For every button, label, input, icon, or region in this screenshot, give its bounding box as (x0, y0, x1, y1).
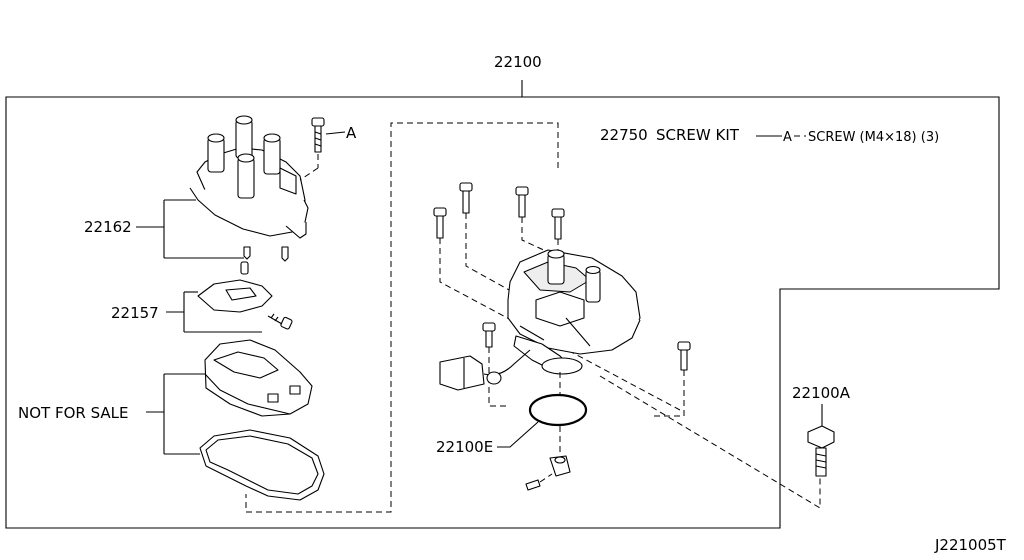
label-screw-kit: SCREW KIT (656, 126, 740, 144)
o-ring (528, 393, 588, 427)
label-22750[interactable]: 22750 (600, 126, 648, 144)
rotor-screw (267, 313, 293, 330)
label-22100a[interactable]: 22100A (792, 384, 851, 402)
assembly-frame (5, 96, 1000, 529)
housing-screws (433, 182, 691, 371)
cap-screw-a (311, 117, 325, 153)
label-not-for-sale: NOT FOR SALE (18, 404, 128, 422)
label-22157[interactable]: 22157 (111, 304, 159, 322)
diagram-id: J221005T (934, 536, 1007, 554)
inner-cover (204, 339, 313, 417)
shaft-collar (549, 455, 571, 477)
pin (525, 479, 541, 491)
distributor-housing (507, 249, 641, 375)
label-22100e[interactable]: 22100E (436, 438, 493, 456)
gasket (199, 429, 325, 501)
mounting-bolt (807, 425, 835, 477)
label-22162[interactable]: 22162 (84, 218, 132, 236)
label-22100[interactable]: 22100 (494, 53, 542, 71)
label-screw-kit-ref: A (783, 130, 792, 145)
distributor-cap (189, 115, 309, 262)
label-a-callout: A (346, 124, 357, 142)
label-screw-kit-desc: SCREW (M4×18) (3) (808, 130, 939, 145)
wiring-connector (439, 349, 531, 391)
rotor (197, 261, 273, 313)
